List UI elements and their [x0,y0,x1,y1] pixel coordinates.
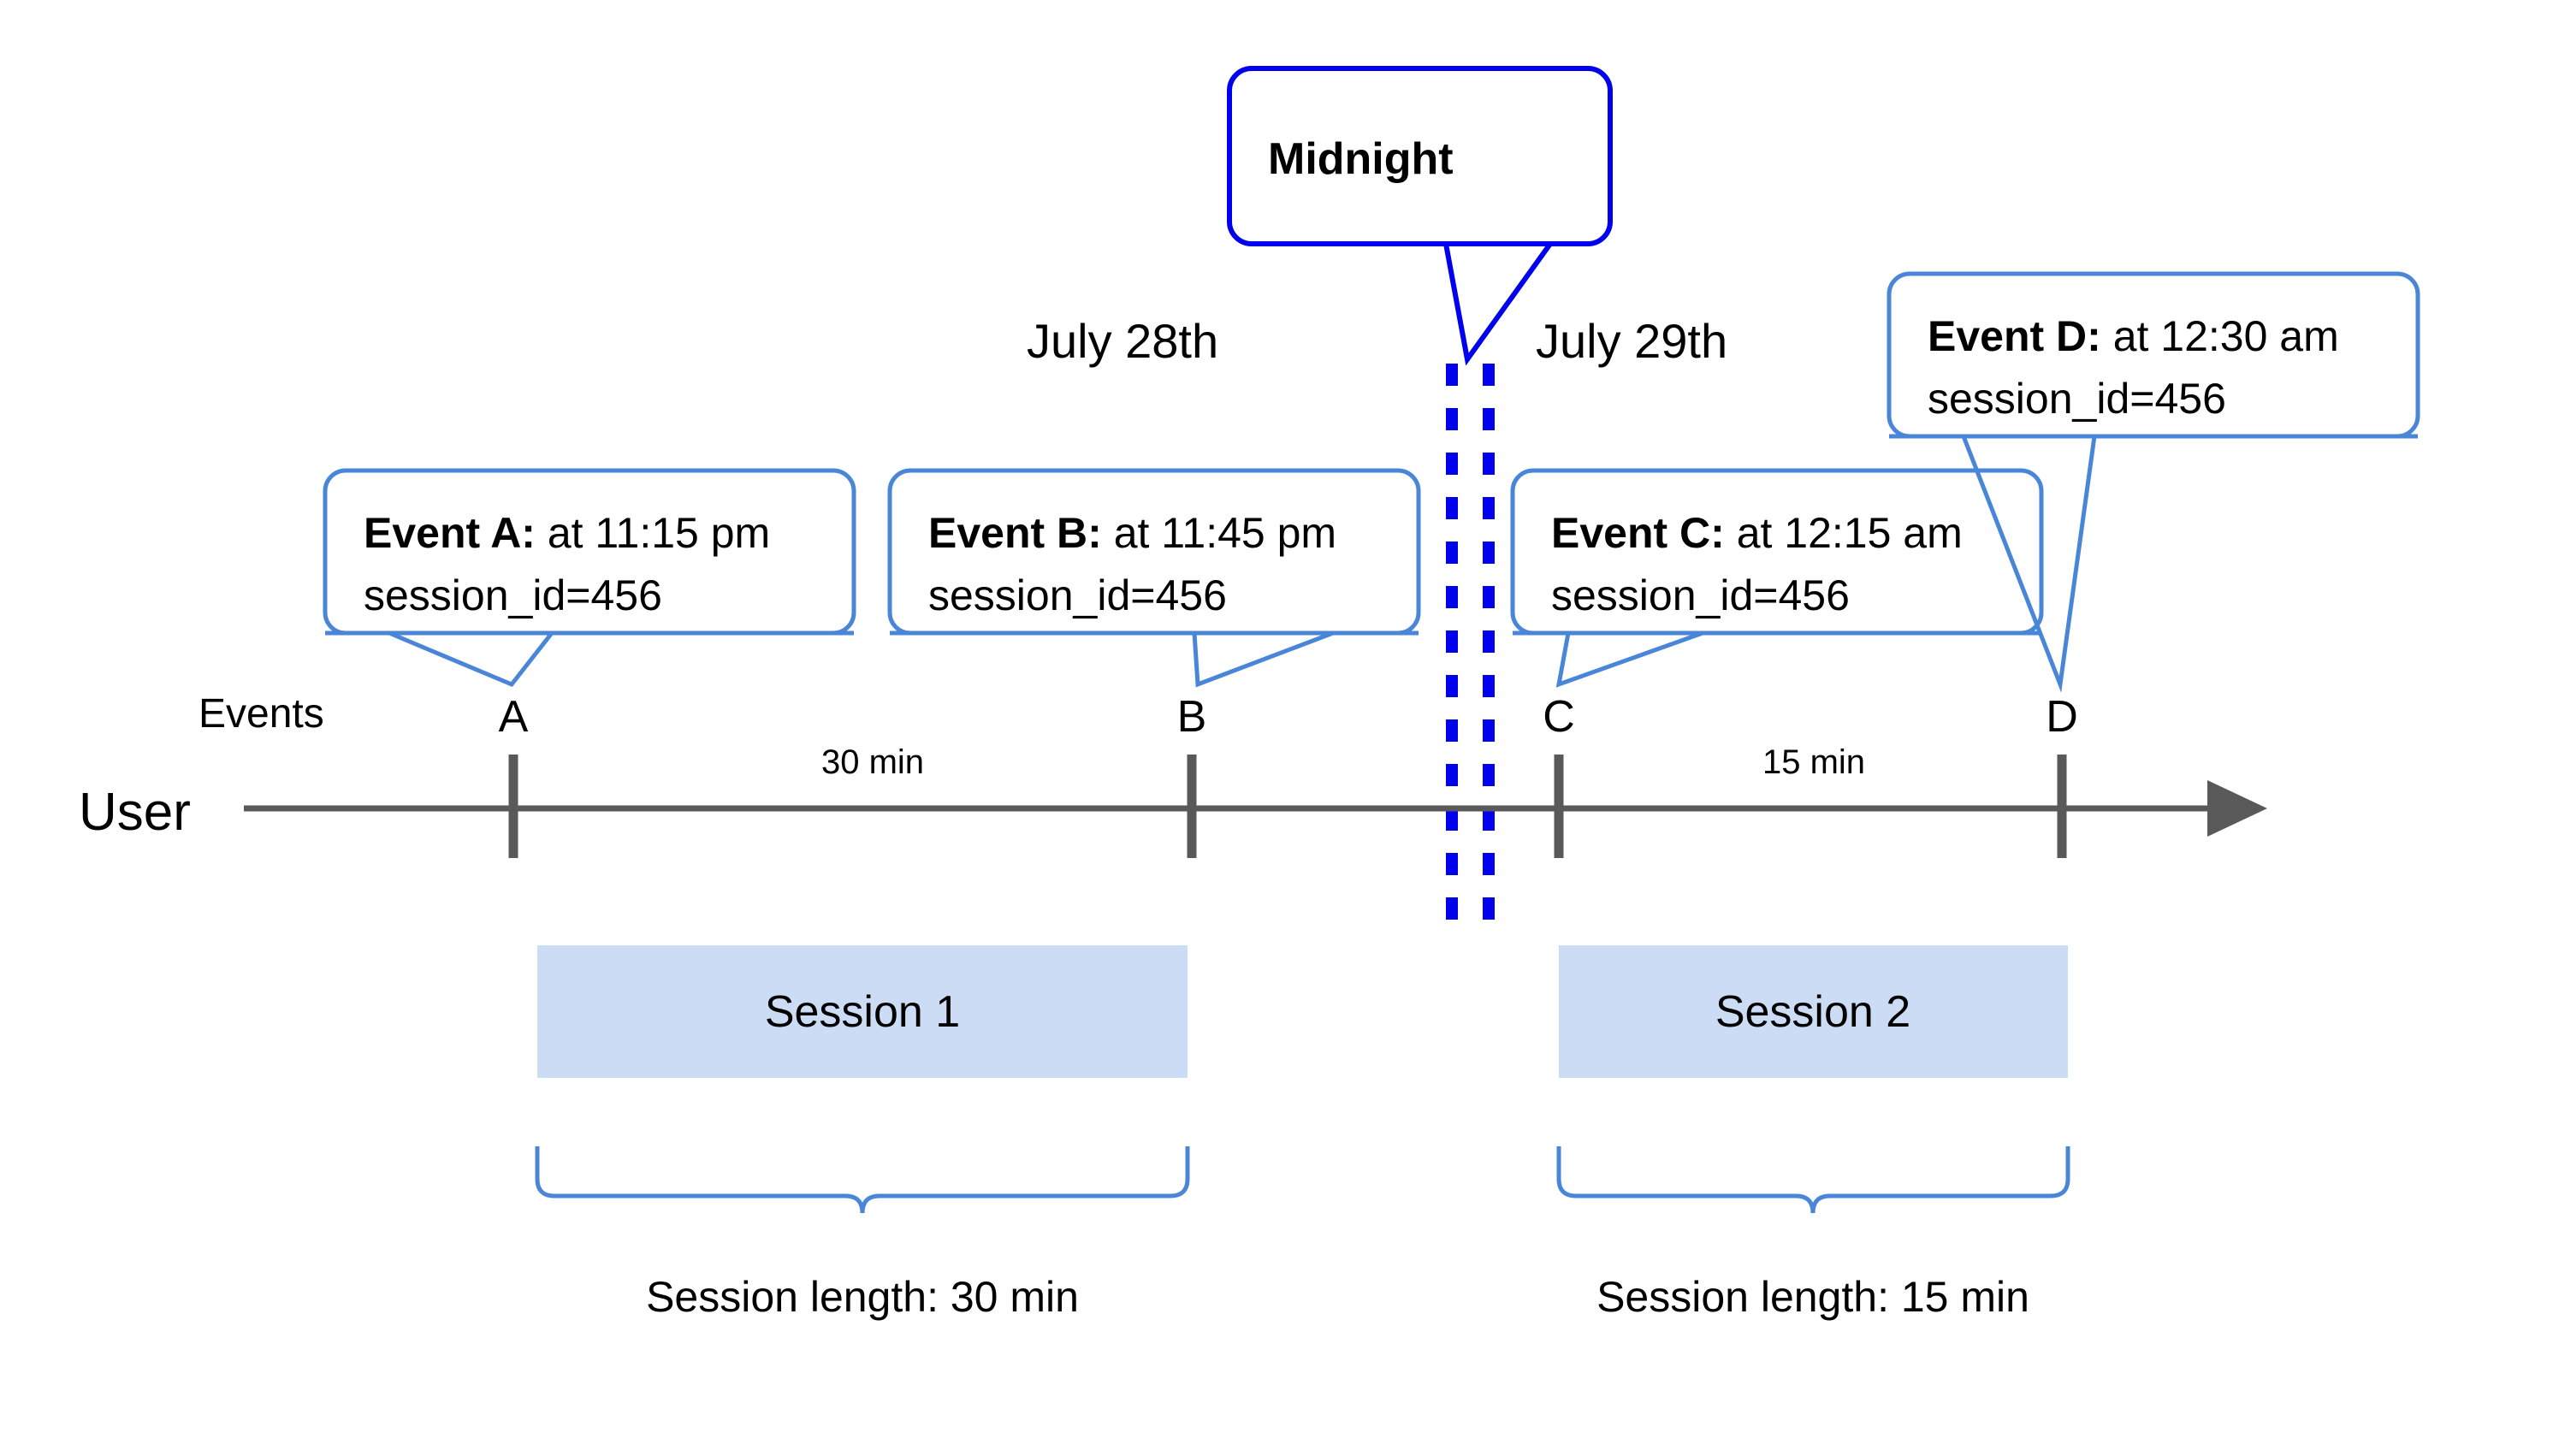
event-callout-c: Event C: at 12:15 am session_id=456 [1510,468,2044,688]
event-b-callout-tail [890,630,1419,688]
interval-label-30-min: 30 min [821,743,924,781]
session-2-group: Session 2 Session length: 15 min [1556,945,2070,1321]
event-a-time: at 11:15 pm [536,509,770,557]
event-c-bold: Event C: [1551,509,1725,557]
session-2-brace [1556,1146,2070,1214]
tick-label-b: B [1177,692,1207,742]
timeline-arrow-head [2207,780,2267,837]
event-a-line2: session_id=456 [364,571,662,619]
session-1-length-label: Session length: 30 min [646,1273,1079,1321]
event-a-callout-tail [325,630,854,688]
session-1-brace [535,1146,1190,1214]
event-d-time: at 12:30 am [2101,312,2339,360]
session-2-bar [1559,945,2068,1078]
tick-label-c: C [1543,692,1575,742]
row-label-user: User [79,783,191,842]
midnight-callout-tail [1443,242,1553,366]
event-callout-b: Event B: at 11:45 pm session_id=456 [887,468,1421,688]
event-a-bold: Event A: [364,509,536,557]
midnight-callout: Midnight [1227,66,1613,366]
event-a-line1: Event A: at 11:15 pm [364,509,770,557]
tick-label-a: A [499,692,529,742]
event-c-time: at 12:15 am [1725,509,1963,557]
timeline-axis [244,755,2267,858]
midnight-label: Midnight [1268,134,1454,184]
tick-label-d: D [2046,692,2078,742]
event-d-bold: Event D: [1928,312,2101,360]
midnight-callout-box [1227,66,1613,246]
event-c-line1: Event C: at 12:15 am [1551,509,1963,557]
session-1-label: Session 1 [765,987,960,1037]
date-label-july-29: July 29th [1536,314,1727,368]
event-d-line2: session_id=456 [1928,375,2226,423]
event-c-line2: session_id=456 [1551,571,1850,619]
event-b-line2: session_id=456 [928,571,1227,619]
session-1-bar [537,945,1188,1078]
event-d-callout-tail [1889,434,2418,693]
session-2-length-label: Session length: 15 min [1596,1273,2029,1321]
event-c-callout-tail [1513,630,2041,688]
session-1-group: Session 1 Session length: 30 min [535,945,1190,1321]
interval-label-15-min: 15 min [1762,743,1865,781]
event-callout-a: Event A: at 11:15 pm session_id=456 [323,468,856,688]
session-2-label: Session 2 [1715,987,1910,1037]
event-callout-d: Event D: at 12:30 am session_id=456 [1887,271,2420,693]
event-d-line1: Event D: at 12:30 am [1928,312,2339,360]
date-label-july-28: July 28th [1027,314,1218,368]
midnight-dashed-lines [1446,364,1495,928]
row-label-events: Events [198,691,324,737]
event-b-bold: Event B: [928,509,1102,557]
event-b-time: at 11:45 pm [1102,509,1336,557]
event-b-line1: Event B: at 11:45 pm [928,509,1336,557]
